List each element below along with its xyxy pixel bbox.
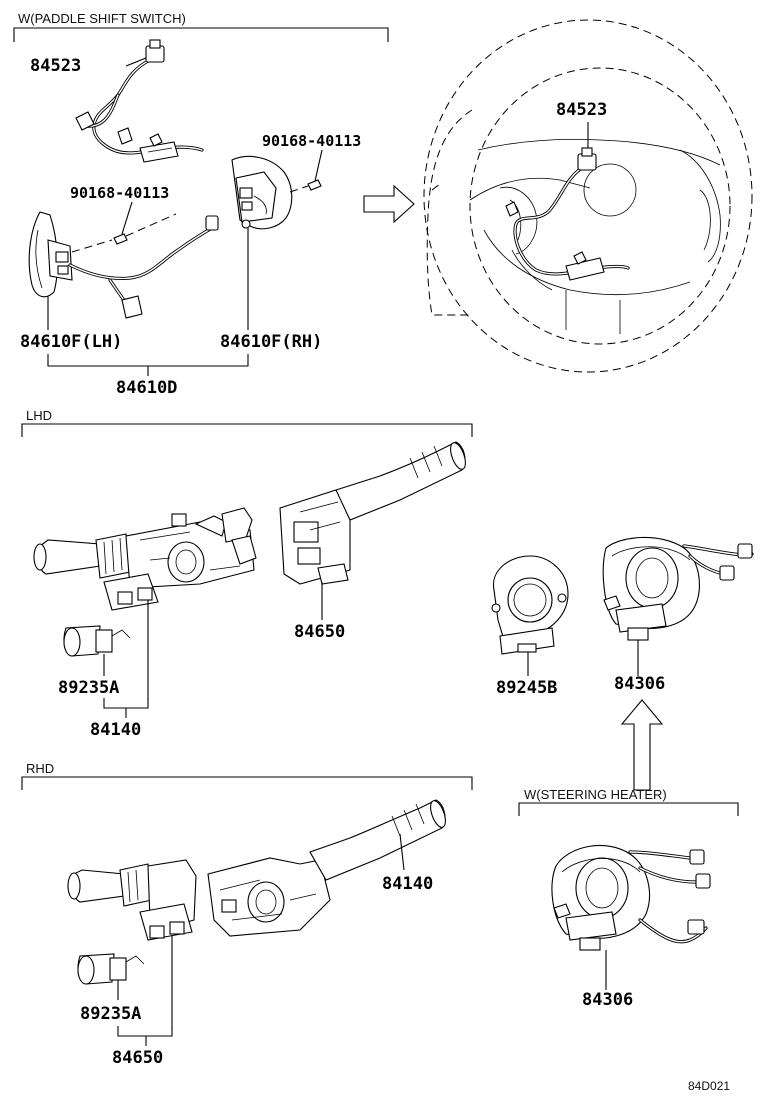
section-label-paddle-shift: W(PADDLE SHIFT SWITCH) (18, 11, 186, 26)
part-number-84140-lhd: 84140 (90, 720, 142, 740)
paddle-switch-lh (28, 211, 219, 319)
part-number-89235a-rhd: 89235A (80, 1004, 142, 1024)
paddle-leader-lines (47, 57, 323, 376)
bracket-steering-heater (518, 802, 739, 816)
drawing-reference-code: 84D021 (688, 1079, 731, 1093)
sensor-89245b (491, 555, 569, 676)
bracket-lhd (21, 423, 473, 437)
section-label-lhd: LHD (26, 408, 53, 423)
paddle-switch-rh (231, 155, 322, 230)
paddle-harness-84523 (75, 39, 204, 163)
part-number-84650-rhd: 84650 (112, 1048, 164, 1068)
part-number-84306-heater: 84306 (582, 990, 634, 1010)
part-number-84610d: 84610D (116, 378, 178, 398)
arrow-up-icon (620, 699, 664, 791)
combination-switch-lhd (33, 507, 257, 718)
part-number-89245b: 89245B (496, 678, 558, 698)
part-number-90168-left: 90168-40113 (70, 184, 170, 202)
part-number-84140-rhd: 84140 (382, 874, 434, 894)
part-number-84650-lhd: 84650 (294, 622, 346, 642)
part-number-84610f-lh: 84610F(LH) (20, 332, 123, 352)
arrow-to-wheel-icon (363, 184, 415, 224)
part-number-84610f-rh: 84610F(RH) (220, 332, 323, 352)
part-number-84523-left: 84523 (30, 56, 82, 76)
bracket-rhd (21, 776, 473, 790)
switch-84650-lhd (279, 441, 466, 620)
combination-switch-rhd (67, 799, 446, 1046)
part-number-84306-top: 84306 (614, 674, 666, 694)
section-label-steering-heater: W(STEERING HEATER) (524, 787, 667, 802)
steering-wheel (423, 19, 753, 373)
bracket-paddle-shift (13, 27, 389, 42)
section-label-rhd: RHD (26, 761, 55, 776)
part-number-89235a-lhd: 89235A (58, 678, 120, 698)
part-number-90168-right: 90168-40113 (262, 132, 362, 150)
part-number-84523-wheel: 84523 (556, 100, 608, 120)
spiral-cable-84306 (602, 536, 754, 676)
spiral-cable-84306-heater (551, 845, 711, 990)
